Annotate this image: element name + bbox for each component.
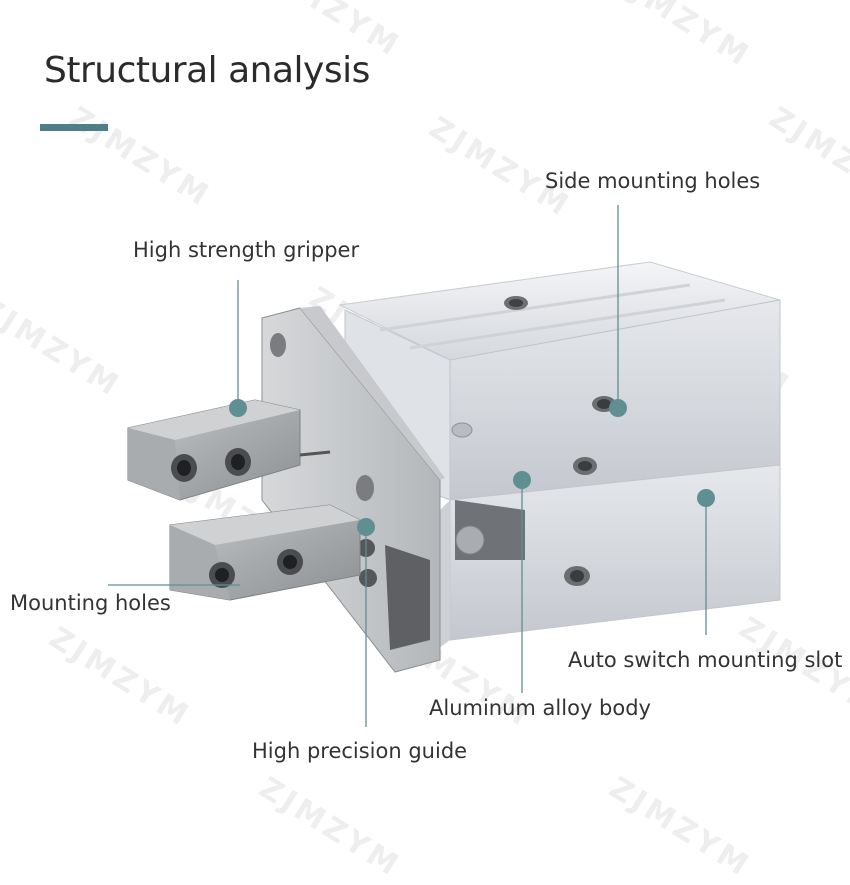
- label-gripper: High strength gripper: [133, 238, 360, 262]
- page-title: Structural analysis: [44, 50, 370, 91]
- lower-jaw: [169, 504, 361, 601]
- pointer-lines: [108, 205, 707, 727]
- label-aluminum-body: Aluminum alloy body: [429, 696, 651, 720]
- label-mounting-holes: Mounting holes: [10, 591, 171, 615]
- gripper-diagram: [108, 205, 781, 727]
- end-plate: [261, 306, 445, 673]
- pointer-dots: [229, 399, 715, 536]
- label-side-mounting-holes: Side mounting holes: [545, 169, 761, 193]
- label-precision-guide: High precision guide: [252, 739, 468, 763]
- title-underline: [40, 124, 108, 131]
- label-auto-switch-slot: Auto switch mounting slot: [568, 648, 843, 672]
- upper-jaw: [127, 399, 331, 501]
